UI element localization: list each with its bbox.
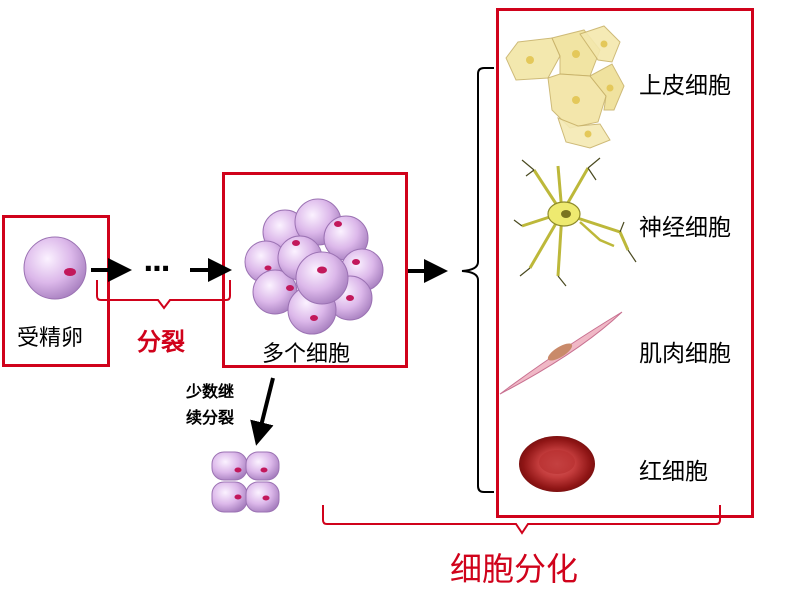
ellipsis: ···: [143, 252, 171, 285]
many-cells-label: 多个细胞: [262, 342, 351, 367]
few-continue-label-1: 少数继: [186, 382, 235, 401]
nerve-cell-icon: [513, 157, 637, 287]
zygote-cell-icon: [23, 236, 87, 300]
differentiation-label: 细胞分化: [450, 550, 579, 588]
red-blood-cell-icon: [519, 436, 595, 492]
muscle-cell-icon: [499, 311, 623, 395]
differentiation-bracket: [322, 505, 721, 535]
cell-type-label-nerve: 神经细胞: [639, 215, 731, 241]
four-cell-icon: [211, 451, 280, 513]
continue-division-arrow: [250, 377, 275, 446]
few-continue-label-2: 续分裂: [186, 408, 235, 427]
cell-types-brace: [461, 67, 494, 493]
zygote-box: [2, 215, 110, 367]
cell-type-label-muscle: 肌肉细胞: [639, 341, 731, 367]
cell-types-box: [496, 8, 754, 518]
cell-type-label-rbc: 红细胞: [639, 459, 708, 485]
epithelial-cell-icon: [505, 25, 625, 149]
zygote-label: 受精卵: [17, 326, 84, 351]
cell-type-label-epithelial: 上皮细胞: [639, 73, 731, 99]
division-bracket: [96, 280, 231, 310]
cell-cluster-icon: [244, 198, 384, 335]
division-label: 分裂: [137, 328, 185, 356]
